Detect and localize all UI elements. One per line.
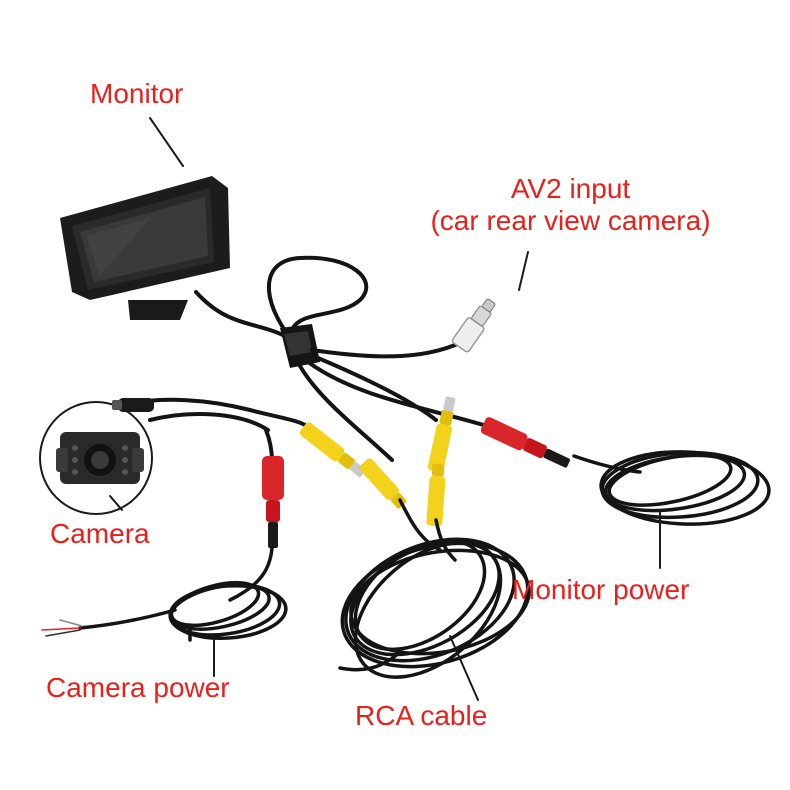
monitor-cable <box>194 255 369 342</box>
rca-cable-coil <box>338 498 531 679</box>
yellow-rca-lower <box>426 463 446 527</box>
label-monitor: Monitor <box>90 78 184 109</box>
camera-image <box>39 401 153 515</box>
camera-cable-end <box>112 398 154 412</box>
pointer-monitor <box>149 117 184 167</box>
yellow-rca-left <box>299 422 366 477</box>
label-av2-input: AV2 input (car rear view camera) <box>398 173 743 237</box>
monitor-power-plug <box>480 417 570 468</box>
camera-power-plug <box>262 456 284 548</box>
label-monitor-power: Monitor power <box>512 574 690 605</box>
splitter-block <box>280 324 320 368</box>
bare-wire-ends <box>41 619 83 637</box>
label-camera: Camera <box>50 518 150 549</box>
label-av2-line2: (car rear view camera) <box>430 205 711 237</box>
camera-power-coil <box>78 546 288 642</box>
label-av2-line1: AV2 input <box>510 173 631 204</box>
pointer-camera <box>109 495 123 511</box>
monitor-image <box>60 176 230 320</box>
monitor-power-coil <box>572 450 771 526</box>
yellow-rca-right-top <box>427 396 456 473</box>
label-camera-power: Camera power <box>46 672 230 703</box>
pointer-lines <box>109 117 661 701</box>
pointer-av2 <box>518 251 529 291</box>
av2-white-connector <box>451 298 496 353</box>
pointer-rca-cable <box>449 635 479 701</box>
label-rca-cable: RCA cable <box>355 700 488 731</box>
